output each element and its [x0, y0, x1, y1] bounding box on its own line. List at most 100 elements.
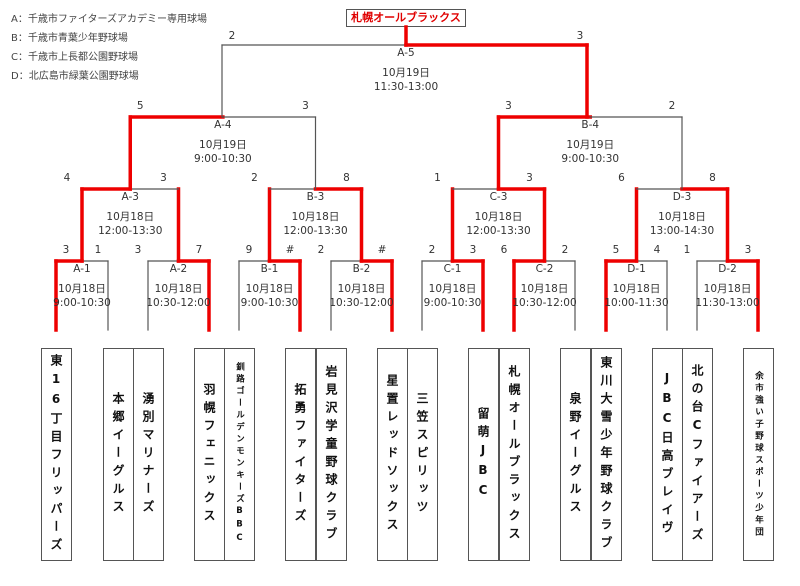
semi-score-left: 5	[136, 100, 144, 112]
round1-score-right: 3	[744, 244, 752, 256]
round1-score-left: 1	[683, 244, 691, 256]
match-id: B-1	[260, 263, 279, 275]
match-date: 10月18日	[612, 283, 661, 295]
match-date: 10月18日	[106, 211, 155, 223]
match-id: D-2	[718, 263, 737, 275]
quarter-score-left: 6	[618, 172, 625, 184]
match-id: A-2	[169, 263, 188, 275]
match-date: 10月18日	[474, 211, 523, 223]
team-box: 余市強い子野球スポーツ少年団	[743, 348, 774, 561]
team-name: 羽幌フェニックス	[202, 382, 216, 527]
quarter-score-right: 3	[160, 172, 167, 184]
team-name: 岩見沢学童野球クラブ	[324, 364, 338, 545]
quarter-score-left: 1	[434, 172, 441, 184]
match-time: 11:30-13:00	[695, 297, 760, 309]
match-time: 12:00-13:30	[98, 225, 163, 237]
match-date: 10月18日	[520, 283, 569, 295]
match-date: 10月18日	[337, 283, 386, 295]
match-id: A-1	[73, 263, 91, 275]
match-date: 10月19日	[382, 67, 430, 79]
round1-score-left: 9	[245, 244, 253, 256]
team-box: 東川大雪少年野球クラブ	[591, 348, 622, 561]
team-name: 泉野イーグルス	[568, 391, 582, 518]
match-time: 10:30-12:00	[512, 297, 577, 309]
team-box: 星置レッドソックス	[377, 348, 408, 561]
quarter-score-left: 2	[251, 172, 258, 184]
team-box: 拓勇ファイターズ	[285, 348, 316, 561]
round1-score-right: 3	[469, 244, 477, 256]
match-id: C-3	[489, 191, 508, 203]
match-id: D-3	[672, 191, 692, 203]
match-date: 10月18日	[428, 283, 477, 295]
match-id: C-2	[535, 263, 554, 275]
match-id: B-2	[352, 263, 371, 275]
match-id: A-4	[214, 119, 232, 131]
round1-score-right: #	[377, 244, 387, 256]
match-date: 10月18日	[658, 211, 706, 223]
match-id: C-1	[443, 263, 462, 275]
round1-score-left: 3	[134, 244, 142, 256]
match-date: 10月18日	[58, 283, 106, 295]
team-box: 札幌オールブラックス	[499, 348, 530, 561]
quarter-score-right: 8	[709, 172, 716, 184]
match-time: 12:00-13:30	[283, 225, 348, 237]
round1-score-left: 3	[62, 244, 70, 256]
team-name: 北の台Cファイアーズ	[690, 363, 704, 546]
venue-legend: A：千歳市ファイターズアカデミー専用球場 B：千歳市青葉少年野球場 C：千歳市上…	[11, 10, 207, 86]
match-time: 10:30-12:00	[146, 297, 211, 309]
team-box: 湧別マリナーズ	[133, 348, 164, 561]
match-date: 10月18日	[703, 283, 752, 295]
team-name: 釧路ゴールデンモンキーズBBC	[234, 362, 245, 547]
team-box: 東16丁目フリッパーズ	[41, 348, 72, 561]
quarter-score-right: 3	[526, 172, 533, 184]
match-time: 9:00-10:30	[53, 297, 111, 309]
final-score-right: 3	[576, 30, 584, 42]
champion-box: 札幌オールブラックス	[346, 9, 466, 27]
match-date: 10月19日	[199, 139, 247, 151]
team-name: 拓勇ファイターズ	[293, 382, 307, 527]
match-time: 10:00-11:30	[604, 297, 669, 309]
legend-venue-b: B：千歳市青葉少年野球場	[11, 33, 128, 44]
match-time: 13:00-14:30	[649, 225, 715, 237]
match-date: 10月18日	[245, 283, 294, 295]
legend-venue-c: C：千歳市上長都公園野球場	[11, 52, 138, 63]
team-name: 東16丁目フリッパーズ	[49, 353, 63, 556]
match-time: 9:00-10:30	[423, 297, 482, 309]
team-box: 岩見沢学童野球クラブ	[316, 348, 347, 561]
team-box: 泉野イーグルス	[560, 348, 591, 561]
team-box: 羽幌フェニックス	[194, 348, 225, 561]
match-id: A-3	[121, 191, 139, 203]
round1-score-left: 6	[500, 244, 508, 256]
round1-score-right: 1	[94, 244, 102, 256]
team-name: 三笠スピリッツ	[415, 391, 429, 518]
team-name: 札幌オールブラックス	[507, 364, 521, 545]
team-name: 湧別マリナーズ	[141, 391, 155, 518]
match-time: 9:00-10:30	[240, 297, 299, 309]
legend-venue-d: D：北広島市緑葉公園野球場	[11, 71, 139, 82]
team-box: 留萌JBC	[468, 348, 499, 561]
match-id: B-4	[581, 119, 600, 131]
match-time: 9:00-10:30	[561, 153, 620, 165]
team-box: 三笠スピリッツ	[407, 348, 438, 561]
match-id: B-3	[306, 191, 325, 203]
match-time: 12:00-13:30	[466, 225, 531, 237]
legend-venue-a: A：千歳市ファイターズアカデミー専用球場	[11, 14, 207, 25]
semi-score-left: 3	[505, 100, 512, 112]
final-score-left: 2	[228, 30, 236, 42]
match-time: 10:30-12:00	[329, 297, 394, 309]
round1-score-left: 5	[612, 244, 620, 256]
quarter-score-left: 4	[63, 172, 71, 184]
match-date: 10月18日	[154, 283, 203, 295]
match-date: 10月19日	[566, 139, 615, 151]
round1-score-right: 4	[653, 244, 661, 256]
team-box: JBC日高ブレイヴ	[652, 348, 683, 561]
quarter-score-right: 8	[343, 172, 350, 184]
match-date: 10月18日	[291, 211, 340, 223]
team-name: 留萌JBC	[476, 406, 490, 503]
round1-score-left: 2	[428, 244, 436, 256]
match-time: 11:30-13:00	[373, 81, 439, 93]
team-name: 星置レッドソックス	[385, 373, 399, 536]
team-name: 余市強い子野球スポーツ少年団	[753, 370, 764, 539]
team-box: 本郷イーグルス	[103, 348, 134, 561]
